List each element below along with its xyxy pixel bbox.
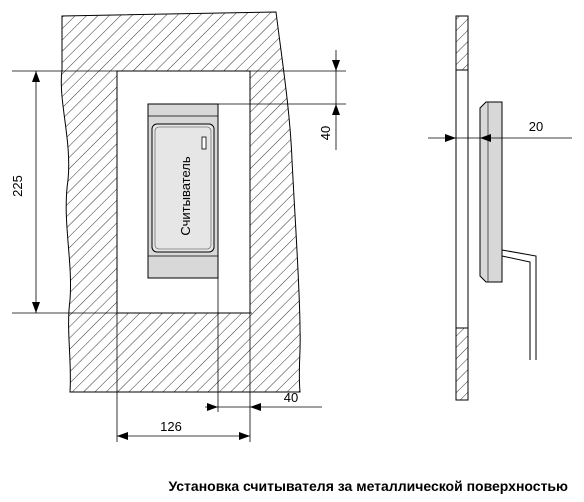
metal-wall-side-lower: [455, 327, 469, 401]
mounting-sheet: [455, 69, 469, 329]
metal-wall-side-upper: [455, 15, 469, 71]
reader-side-profile: [479, 101, 503, 283]
dim-gap-top: 40: [318, 126, 333, 140]
dim-width-opening: 126: [160, 419, 182, 434]
reader-cable: [501, 249, 537, 360]
diagram-caption: Установка считывателя за металлической п…: [168, 478, 568, 494]
dim-height-total: 225: [10, 175, 25, 197]
reader-label: Считыватель: [178, 156, 193, 235]
reader-face: [151, 123, 215, 253]
dim-gap-side: 40: [284, 390, 298, 405]
dim-side-offset: 20: [529, 119, 543, 134]
reader-led-icon: [201, 136, 207, 150]
